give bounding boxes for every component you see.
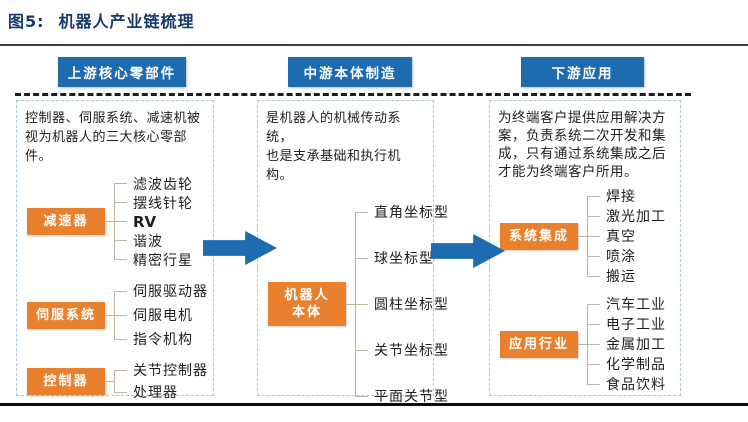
application-industry-items: 汽车工业 电子工业 金属加工 化学制品 食品饮料 [587, 294, 666, 394]
tree-item: 摆线针轮 [114, 193, 193, 212]
tree-item: 处理器 [114, 381, 208, 403]
tree-item: 化学制品 [587, 354, 666, 374]
connector-stub [346, 303, 355, 305]
column-downstream-applications: 为终端客户提供应用解决方 案，负责系统二次开发和集 成，只有通过系统集成之后 才… [489, 100, 681, 396]
tree-item: 激光加工 [587, 206, 666, 226]
figure-title-text: 机器人产业链梳理 [58, 12, 195, 31]
group-label-servo-system: 伺服系统 [27, 301, 105, 329]
tree-item: 关节控制器 [114, 359, 208, 381]
tree-item: RV [114, 212, 193, 231]
midstream-intro-text: 是机器人的机械传动系统， 也是支承基础和执行机构。 [266, 111, 402, 183]
group-controller: 控制器 关节控制器 处理器 [27, 359, 213, 403]
system-integration-items: 焊接 激光加工 真空 喷涂 搬运 [587, 186, 666, 286]
group-label-controller: 控制器 [27, 367, 105, 395]
controller-items: 关节控制器 处理器 [114, 359, 208, 403]
tree-item: 精密行星 [114, 250, 193, 269]
upstream-intro-text: 控制器、伺服系统、减速机被 视为机器人的三大核心零部件。 [25, 111, 201, 164]
tree-item: 电子工业 [587, 314, 666, 334]
tree-item: 关节坐标型 [355, 327, 449, 373]
group-application-industries: 应用行业 汽车工业 电子工业 金属加工 化学制品 食品饮料 [500, 294, 680, 394]
tree-item: 圆柱坐标型 [355, 281, 449, 327]
tree-item: 指令机构 [114, 327, 208, 351]
tree-item: 搬运 [587, 266, 666, 286]
tree-item: 滤波齿轮 [114, 174, 193, 193]
tree-item: 直角坐标型 [355, 189, 449, 235]
stage-header-downstream: 下游应用 [521, 57, 644, 87]
group-label-system-integration: 系统集成 [500, 222, 578, 250]
connector-stub [578, 343, 587, 345]
figure-number: 图5: [8, 12, 45, 31]
group-servo-system: 伺服系统 伺服驱动器 伺服电机 指令机构 [27, 279, 213, 351]
bottom-divider-line [0, 403, 748, 406]
downstream-intro-text: 为终端客户提供应用解决方 案，负责系统二次开发和集 成，只有通过系统集成之后 才… [498, 110, 666, 180]
tree-item: 喷涂 [587, 246, 666, 266]
top-divider-line [0, 44, 748, 46]
group-label-reducer: 减速器 [27, 208, 105, 235]
stage-header-upstream: 上游核心零部件 [58, 57, 186, 87]
reducer-items: 滤波齿轮 摆线针轮 RV 谐波 精密行星 [114, 174, 193, 269]
connector-stub [105, 380, 114, 382]
connector-stub [578, 235, 587, 237]
group-reducer: 减速器 滤波齿轮 摆线针轮 RV 谐波 精密行星 [27, 174, 213, 269]
connector-stub [105, 221, 114, 222]
group-label-robot-body: 机器人 本体 [268, 282, 346, 326]
tree-item: 焊接 [587, 186, 666, 206]
servo-items: 伺服驱动器 伺服电机 指令机构 [114, 279, 208, 351]
group-robot-body: 机器人 本体 直角坐标型 球坐标型 圆柱坐标型 关节坐标型 平面关节型 [268, 189, 448, 419]
figure-title: 图5: 机器人产业链梳理 [8, 8, 195, 32]
group-label-application-industries: 应用行业 [500, 330, 578, 358]
column-upstream-core-components: 控制器、伺服系统、减速机被 视为机器人的三大核心零部件。 减速器 滤波齿轮 摆线… [16, 100, 214, 401]
connector-stub [105, 314, 114, 316]
tree-item: 金属加工 [587, 334, 666, 354]
tree-item: 伺服电机 [114, 303, 208, 327]
tree-item: 汽车工业 [587, 294, 666, 314]
header-dashed-divider [15, 93, 691, 96]
tree-item: 伺服驱动器 [114, 279, 208, 303]
robot-body-items: 直角坐标型 球坐标型 圆柱坐标型 关节坐标型 平面关节型 [355, 189, 449, 419]
tree-item: 球坐标型 [355, 235, 449, 281]
stage-header-midstream: 中游本体制造 [288, 57, 412, 87]
tree-item: 谐波 [114, 231, 193, 250]
group-system-integration: 系统集成 焊接 激光加工 真空 喷涂 搬运 [500, 186, 680, 286]
column-midstream-body-manufacturing: 是机器人的机械传动系统， 也是支承基础和执行机构。 机器人 本体 直角坐标型 球… [257, 100, 448, 405]
tree-item: 真空 [587, 226, 666, 246]
tree-item: 食品饮料 [587, 374, 666, 394]
tree-item: 平面关节型 [355, 373, 449, 419]
